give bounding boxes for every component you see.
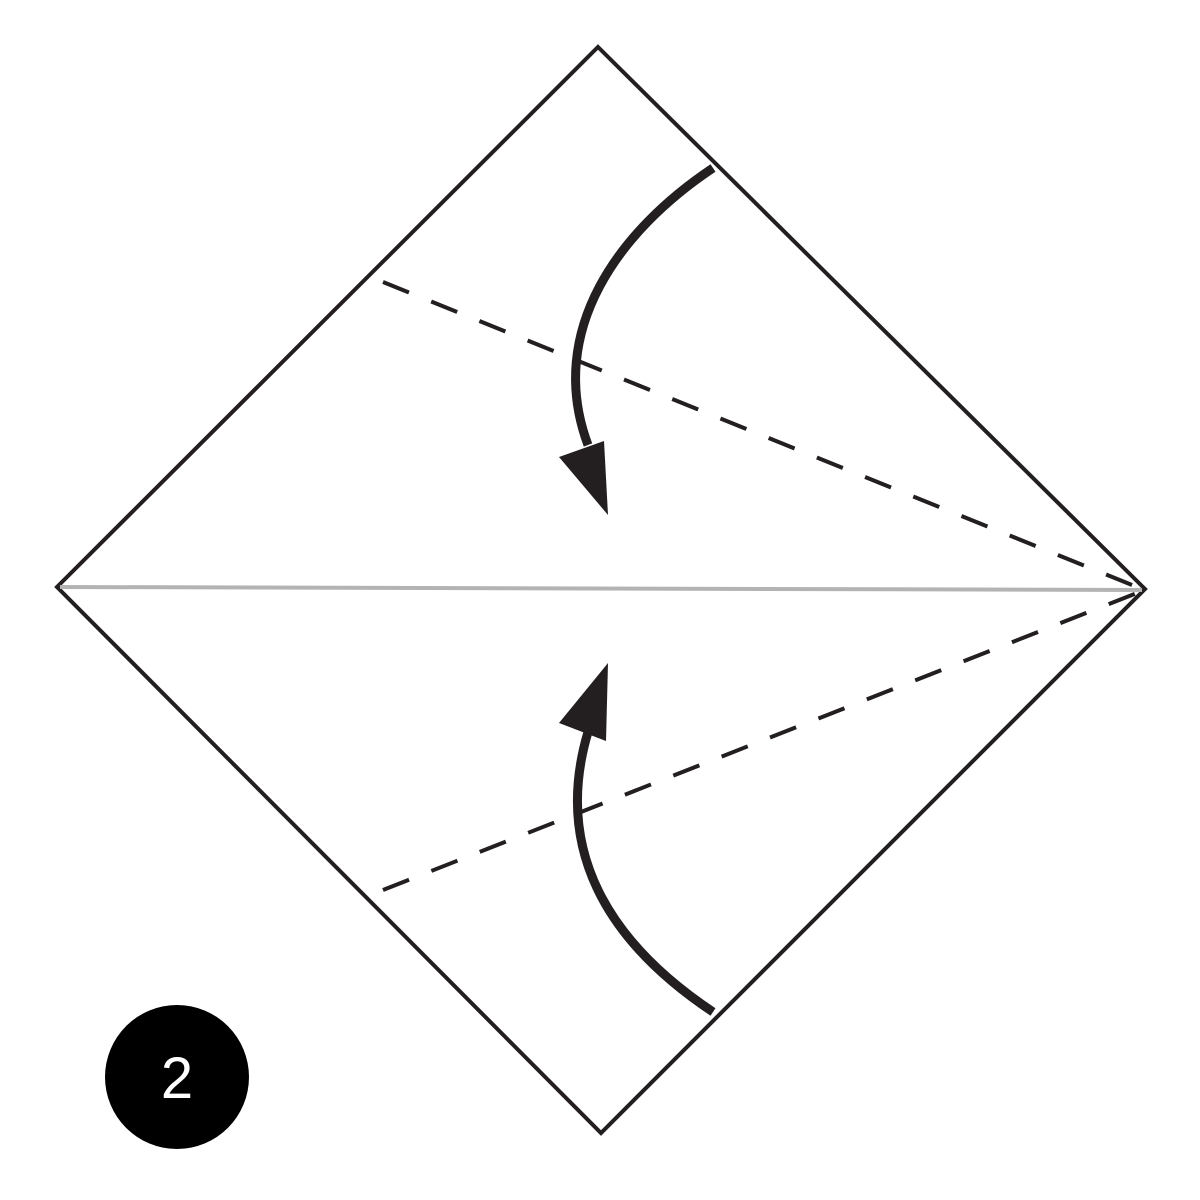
lower-valley-fold-line (382, 589, 1143, 892)
upper-fold-arrow-icon (559, 164, 716, 515)
lower-fold-arrow-icon (559, 663, 716, 1016)
step-number-badge: 2 (105, 1005, 249, 1149)
upper-valley-fold-line (382, 280, 1143, 591)
step-number: 2 (161, 1046, 193, 1111)
center-crease-line (59, 585, 1143, 592)
